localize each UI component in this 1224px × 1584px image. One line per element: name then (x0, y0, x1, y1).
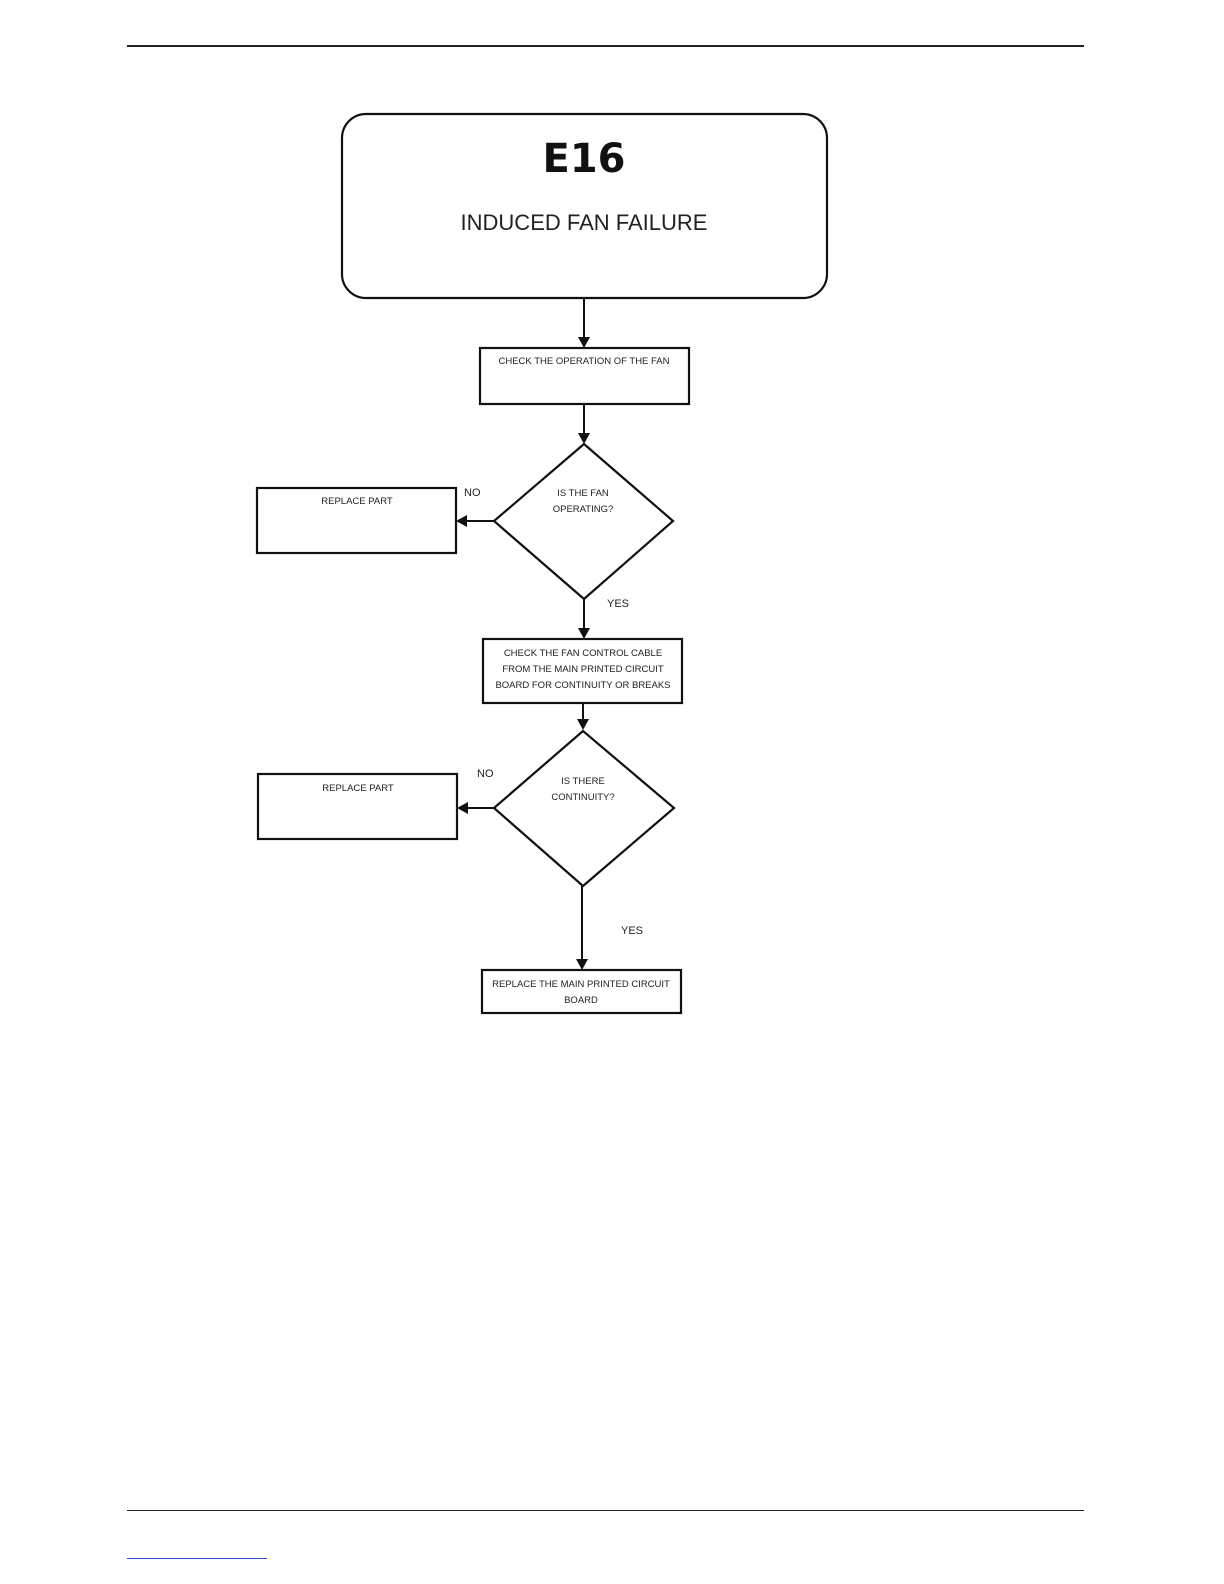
edge-label-yes-1: YES (607, 598, 629, 610)
error-code: E16 (543, 136, 626, 182)
error-title: INDUCED FAN FAILURE (461, 210, 708, 235)
decision-continuity-diamond (494, 731, 674, 886)
decision-continuity-line-1: IS THERE (561, 776, 605, 787)
step-replace-board-box (482, 970, 681, 1013)
step-replace-board: REPLACE THE MAIN PRINTED CIRCUIT BOARD (482, 970, 681, 1013)
edge-label-no-2: NO (477, 768, 494, 780)
arrowhead (576, 959, 588, 970)
edge-label-no-1: NO (464, 487, 481, 499)
decision-fan-operating: IS THE FAN OPERATING? (494, 444, 673, 599)
decision-fan-operating-diamond (494, 444, 673, 599)
arrowhead (456, 515, 467, 527)
arrowhead (457, 802, 468, 814)
outcome-replace-part-2-label: REPLACE PART (322, 783, 394, 794)
arrowhead (578, 337, 590, 348)
arrowhead (578, 628, 590, 639)
decision-continuity: IS THERE CONTINUITY? (494, 731, 674, 886)
step-check-cable-line-2: FROM THE MAIN PRINTED CIRCUIT (502, 664, 664, 675)
decision-fan-operating-line-2: OPERATING? (553, 504, 614, 515)
decision-fan-operating-line-1: IS THE FAN (557, 488, 609, 499)
step-check-cable: CHECK THE FAN CONTROL CABLE FROM THE MAI… (483, 639, 682, 703)
error-code-block: E16 INDUCED FAN FAILURE (342, 114, 827, 298)
arrowhead (577, 719, 589, 730)
outcome-replace-part-1-label: REPLACE PART (321, 496, 393, 507)
step-replace-board-line-2: BOARD (564, 995, 598, 1006)
step-check-cable-line-3: BOARD FOR CONTINUITY OR BREAKS (495, 680, 670, 691)
edge-label-yes-2: YES (621, 925, 643, 937)
decision-continuity-line-2: CONTINUITY? (551, 792, 614, 803)
step-check-fan: CHECK THE OPERATION OF THE FAN (480, 348, 689, 404)
arrowhead (578, 433, 590, 444)
outcome-replace-part-1: REPLACE PART (257, 488, 456, 553)
step-check-cable-line-1: CHECK THE FAN CONTROL CABLE (504, 648, 662, 659)
step-check-fan-label: CHECK THE OPERATION OF THE FAN (498, 356, 669, 367)
outcome-replace-part-2: REPLACE PART (258, 774, 457, 839)
step-replace-board-line-1: REPLACE THE MAIN PRINTED CIRCUIT (492, 979, 670, 990)
